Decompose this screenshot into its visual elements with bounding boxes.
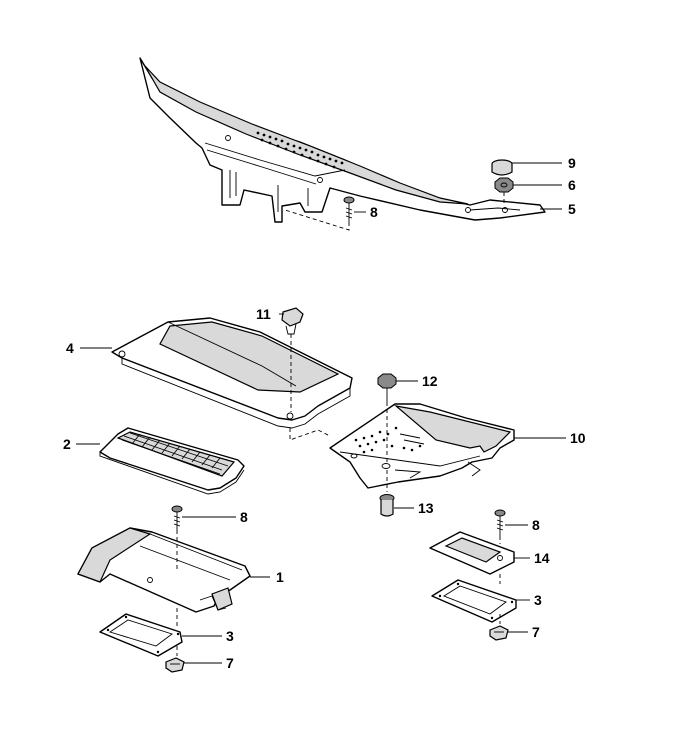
cover-panel-4 [111, 317, 353, 429]
callout-9: 9 [568, 155, 576, 171]
clip-nut-7-right [489, 625, 509, 641]
cowl-panel [139, 57, 546, 223]
nut-6 [494, 177, 514, 193]
filter-2 [99, 427, 245, 495]
callout-7-right: 7 [532, 624, 540, 640]
callout-8-mid: 8 [240, 509, 248, 525]
tray-10 [329, 403, 515, 489]
cap-9 [491, 159, 513, 176]
gasket-3-left [99, 613, 183, 657]
callout-7-left: 7 [226, 655, 234, 671]
callout-14: 14 [534, 550, 550, 566]
callout-5: 5 [568, 201, 576, 217]
callout-1: 1 [276, 569, 284, 585]
housing-1 [77, 527, 251, 613]
axis-8-top [284, 209, 350, 231]
plug-13 [379, 494, 395, 517]
screw-8-right [494, 509, 506, 536]
plate-14 [429, 531, 515, 575]
clip-nut-7-left [165, 657, 185, 673]
callout-11: 11 [256, 306, 271, 322]
bolt-12 [377, 373, 397, 402]
callout-4: 4 [66, 340, 74, 356]
screw-8-mid [171, 505, 183, 530]
callout-6: 6 [568, 177, 576, 193]
callout-8-top: 8 [370, 204, 378, 220]
callout-13: 13 [418, 500, 434, 516]
clip-11 [281, 307, 304, 335]
screw-8-top [343, 196, 355, 222]
callout-12: 12 [422, 373, 438, 389]
callout-labels: 9 6 5 8 11 4 12 10 2 13 8 1 3 7 8 14 3 7 [63, 155, 586, 671]
leader-lines [76, 162, 566, 664]
gasket-3-right [431, 579, 517, 623]
callout-8-right: 8 [532, 517, 540, 533]
callout-10: 10 [570, 430, 586, 446]
callout-3-left: 3 [226, 628, 234, 644]
callout-3-right: 3 [534, 592, 542, 608]
callout-2: 2 [63, 436, 71, 452]
axis-4-10 [289, 428, 331, 441]
